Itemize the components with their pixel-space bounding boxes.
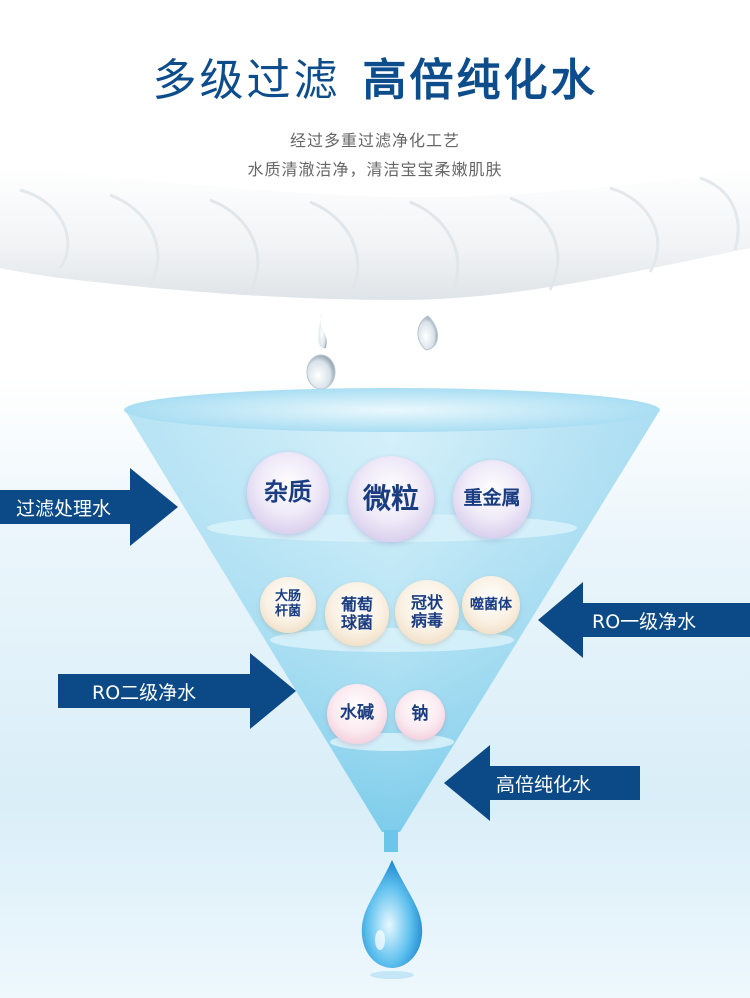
arrow-label-filter: 过滤处理水 [16,497,112,520]
arrow-ro2 [58,653,296,729]
bubble-bacteriophage: 噬菌体 [462,576,520,634]
bubble-heavy-metal: 重金属 [453,460,531,538]
arrow-label-pure: 高倍纯化水 [496,773,592,796]
title-part2: 高倍纯化水 [362,55,598,106]
bubble-staphylococcus: 葡萄 球菌 [325,582,389,646]
arrow-label-ro1: RO一级净水 [592,610,697,633]
cotton-roll-icon [0,168,750,300]
bubble-sodium: 钠 [395,690,445,740]
water-drop-icon [361,860,423,979]
arrow-ro1 [538,582,750,658]
arrow-pure [444,745,640,821]
page-title: 多级过滤高倍纯化水 [0,44,750,108]
bubble-particle: 微粒 [348,456,434,542]
bubble-scale: 水碱 [327,684,387,744]
arrow-label-ro2: RO二级净水 [92,681,197,704]
falling-drops-icon [306,312,438,390]
arrow-filter [0,468,178,546]
bubble-coronavirus: 冠状 病毒 [395,580,459,644]
subtitle-line1: 经过多重过滤净化工艺 [289,131,460,150]
bubble-e-coli: 大肠 杆菌 [260,577,316,633]
title-part1: 多级过滤 [152,55,341,106]
bubble-impurity: 杂质 [247,452,329,534]
subtitle-line2: 水质清澈洁净，清洁宝宝柔嫩肌肤 [247,160,503,179]
